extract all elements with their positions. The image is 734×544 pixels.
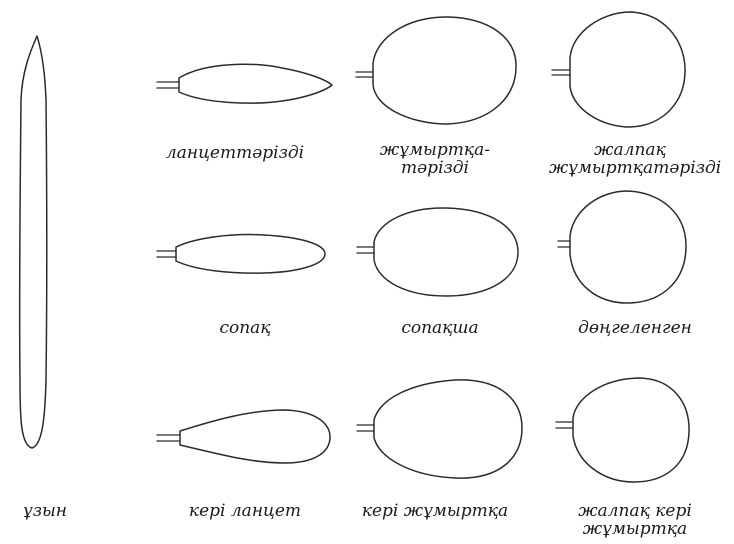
leaf-zhalpak-zhumyrtka [552, 12, 685, 127]
label-zhalpak-keri-zhumyrtka-line1: жалпақ кері [555, 503, 715, 520]
leaf-lancet [157, 64, 332, 103]
label-zhumyrtka-line1: жұмыртқа- [360, 142, 510, 159]
label-dongelengen: дөңгеленген [560, 320, 710, 337]
leaf-uzyn [20, 36, 47, 448]
leaf-keri-lancet [157, 410, 330, 463]
label-zhalpak-keri-zhumyrtka-line2: жұмыртқа [555, 521, 715, 538]
leaf-zhumyrtka [356, 17, 516, 124]
leaf-keri-zhumyrtka [357, 380, 522, 478]
label-keri-zhumyrtka: кері жұмыртқа [350, 503, 520, 520]
label-keri-lancet: кері ланцет [170, 503, 320, 520]
label-uzyn: ұзын [10, 503, 80, 520]
label-sopak: сопақ [200, 320, 290, 337]
leaf-zhalpak-keri-zhumyrtka [556, 378, 689, 482]
label-sopaksha: сопақша [380, 320, 500, 337]
leaf-sopak [157, 235, 325, 274]
label-zhumyrtka-line2: тәрізді [360, 160, 510, 177]
leaf-sopaksha [357, 208, 518, 296]
label-zhalpak-zhumyrtka-line1: жалпақ [550, 142, 710, 159]
label-lancet: ланцеттәрізді [155, 145, 315, 162]
label-zhalpak-zhumyrtka-line2: жұмыртқатәрізді [540, 160, 730, 177]
leaf-dongelengen [558, 191, 686, 303]
